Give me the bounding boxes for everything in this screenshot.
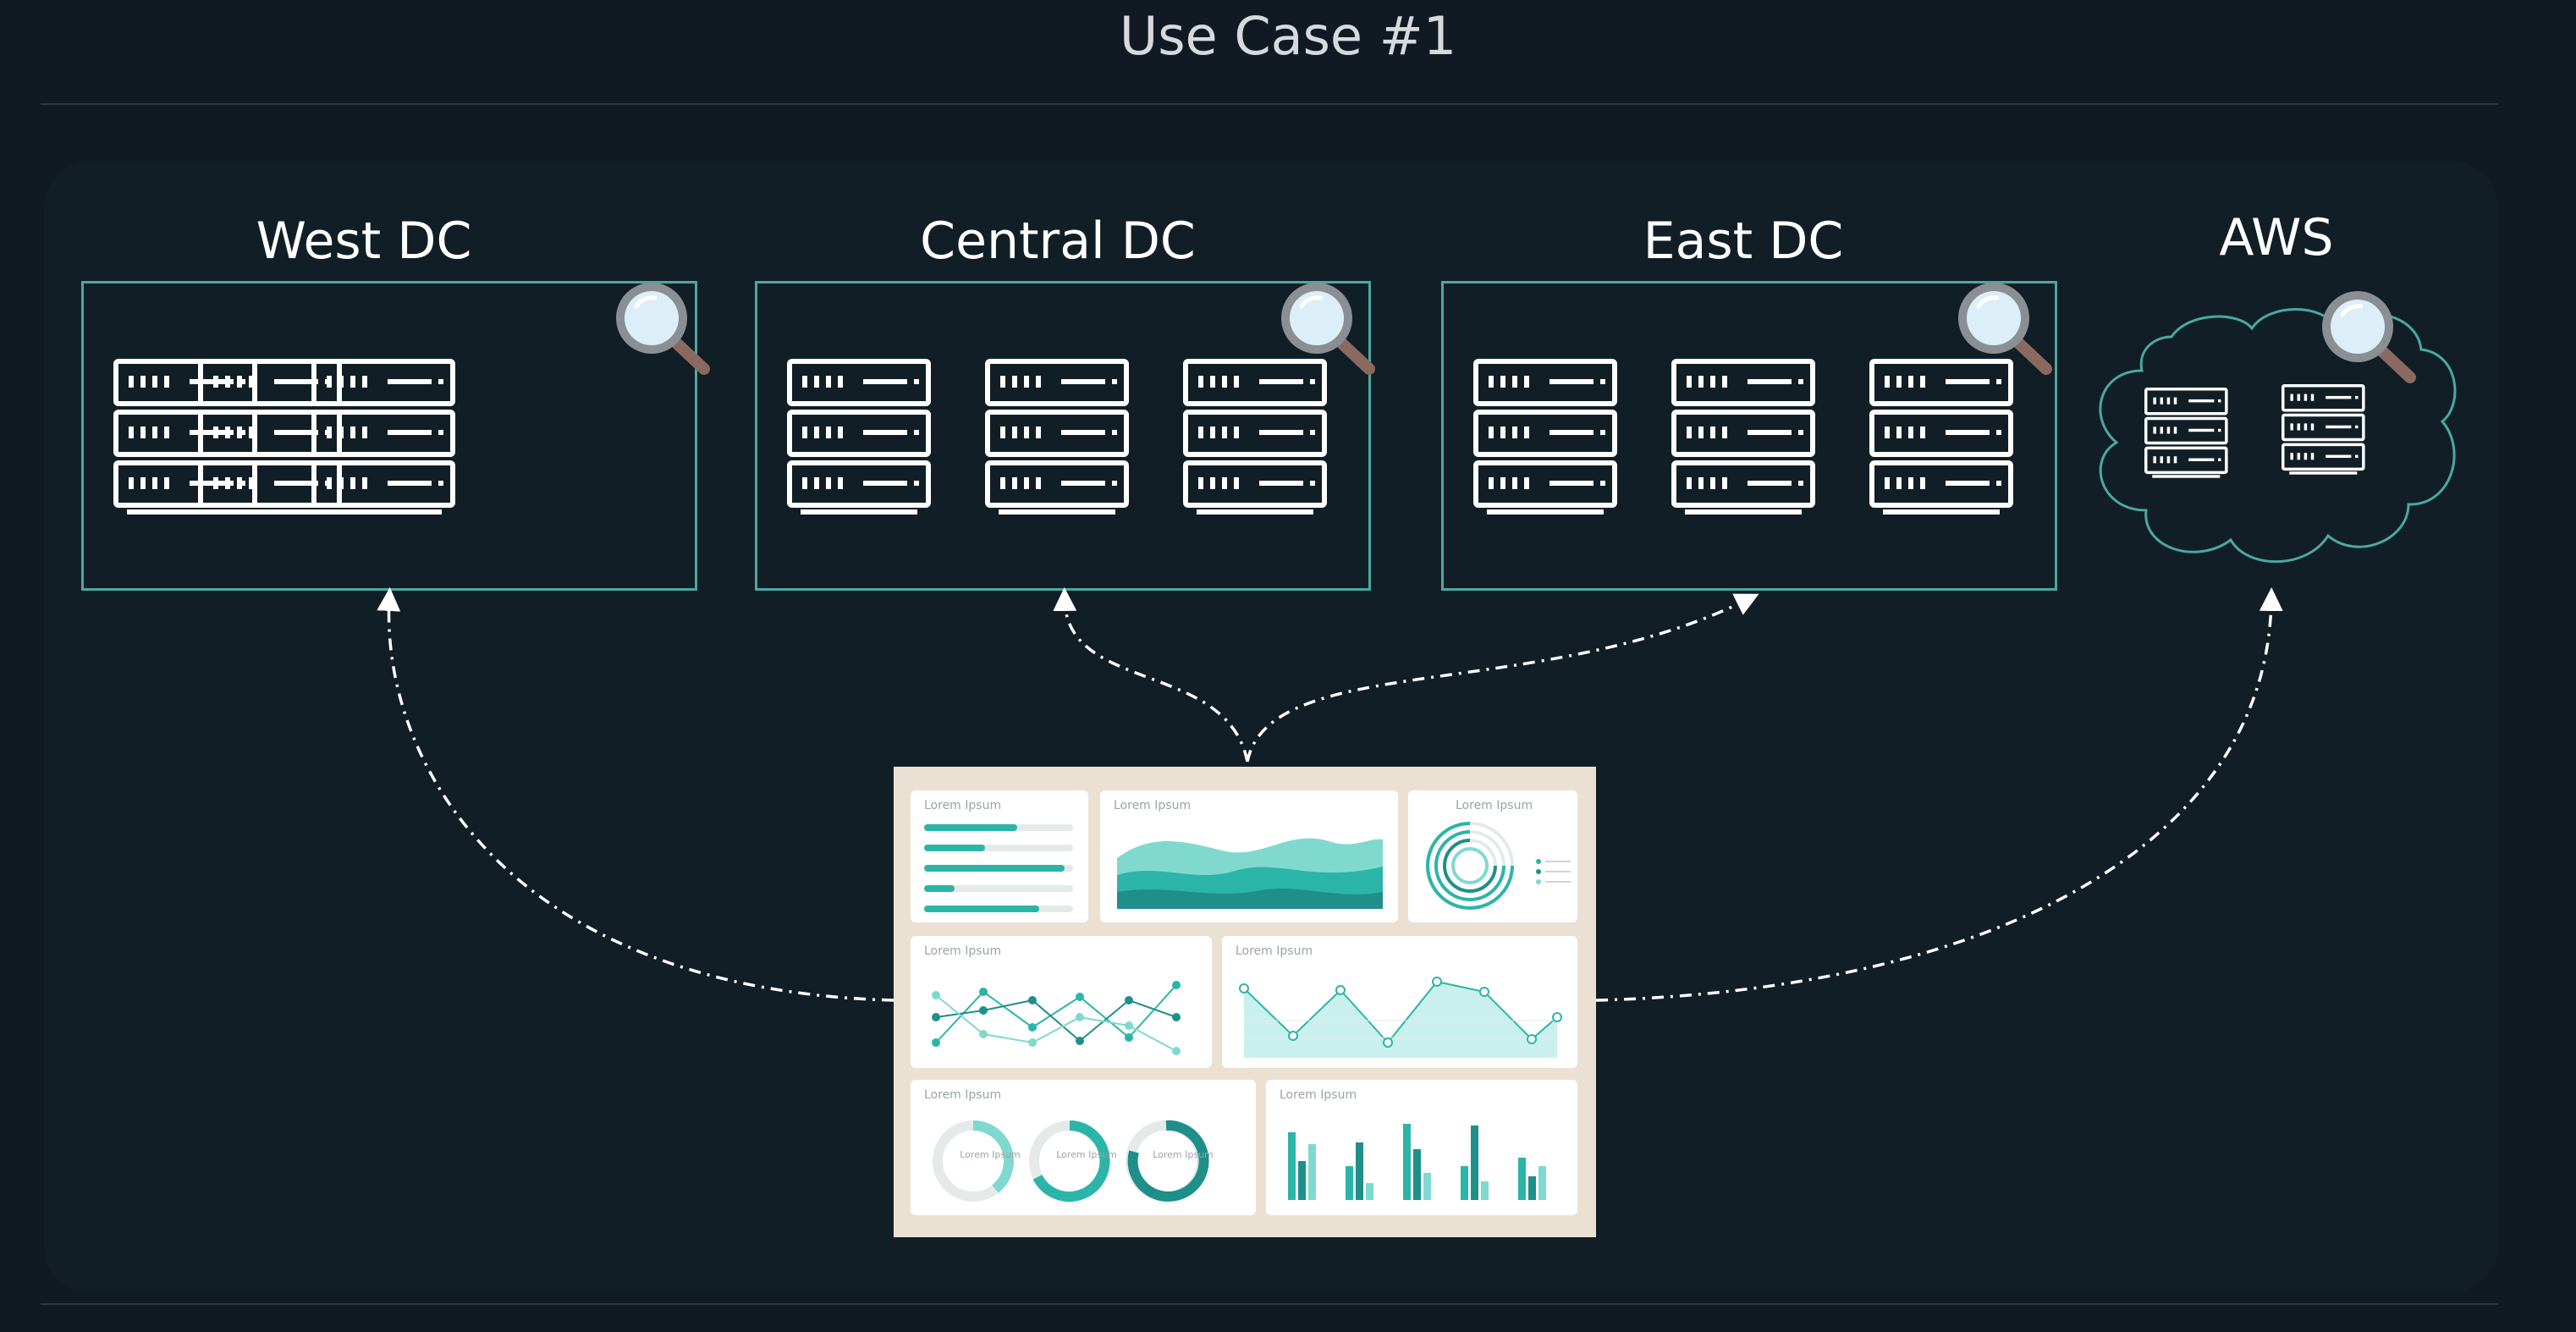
card-title: Lorem Ipsum (924, 944, 1002, 958)
server-rack-icon (2144, 388, 2228, 478)
card-title: Lorem Ipsum (924, 1088, 1002, 1102)
server-rack-icon (1869, 359, 2013, 515)
east-dc-box (1441, 281, 2057, 591)
slide-title: Use Case #1 (1119, 5, 1457, 67)
connector-east (1246, 593, 1759, 762)
card-title: Lorem Ipsum (1236, 944, 1313, 958)
card-progress-bars: Lorem Ipsum (911, 790, 1088, 922)
server-rack-icon (1473, 359, 1617, 515)
card-title: Lorem Ipsum (1114, 799, 1192, 812)
magnifier-icon (1958, 283, 2052, 375)
bottom-divider (41, 1303, 2498, 1305)
connector-central (1053, 587, 1249, 762)
card-title: Lorem Ipsum (1456, 799, 1533, 812)
aws-label: AWS (2219, 208, 2334, 267)
card-line-chart: Lorem Ipsum (911, 936, 1212, 1068)
card-area-line-chart: Lorem Ipsum (1222, 936, 1577, 1068)
east-dc-label: East DC (1643, 212, 1844, 271)
multi-line-chart-graphic (932, 981, 1181, 1055)
dashboard-illustration: Lorem Ipsum Lorem Ipsum Lorem Ipsum (894, 767, 1596, 1237)
area-line-chart-graphic (1239, 977, 1562, 1058)
card-radial-chart: Lorem Ipsum (1408, 790, 1577, 922)
card-donuts: Lorem Ipsum Lorem Ipsum Lorem Ipsum Lore… (911, 1080, 1256, 1215)
server-rack-icon (1671, 359, 1815, 515)
donut-center-label: Lorem Ipsum (1153, 1149, 1214, 1160)
central-dc-label: Central DC (920, 212, 1196, 271)
card-title: Lorem Ipsum (1280, 1088, 1357, 1102)
bar-chart-graphic (1288, 1124, 1546, 1200)
server-rack-icon (2282, 384, 2365, 475)
card-title: Lorem Ipsum (924, 799, 1002, 812)
radial-chart-graphic (1426, 822, 1571, 910)
card-area-chart: Lorem Ipsum (1100, 790, 1398, 922)
title-divider (41, 103, 2498, 105)
west-dc-label: West DC (256, 212, 472, 271)
donut-charts-graphic (933, 1120, 1209, 1202)
progress-bars-graphic (924, 824, 1073, 912)
donut-center-label: Lorem Ipsum (960, 1149, 1021, 1160)
magnifier-icon (2322, 291, 2416, 383)
connector-aws (1595, 587, 2283, 1002)
magnifier-icon (616, 283, 710, 375)
donut-center-label: Lorem Ipsum (1056, 1149, 1117, 1160)
card-bar-chart: Lorem Ipsum (1266, 1080, 1577, 1215)
server-rack-icon (311, 359, 455, 515)
connector-west (377, 587, 894, 1002)
server-rack-icon (1183, 359, 1327, 515)
server-rack-icon (113, 359, 257, 515)
magnifier-icon (1281, 283, 1375, 375)
server-rack-icon (787, 359, 931, 515)
area-chart-graphic (1117, 838, 1383, 909)
server-rack-icon (985, 359, 1129, 515)
